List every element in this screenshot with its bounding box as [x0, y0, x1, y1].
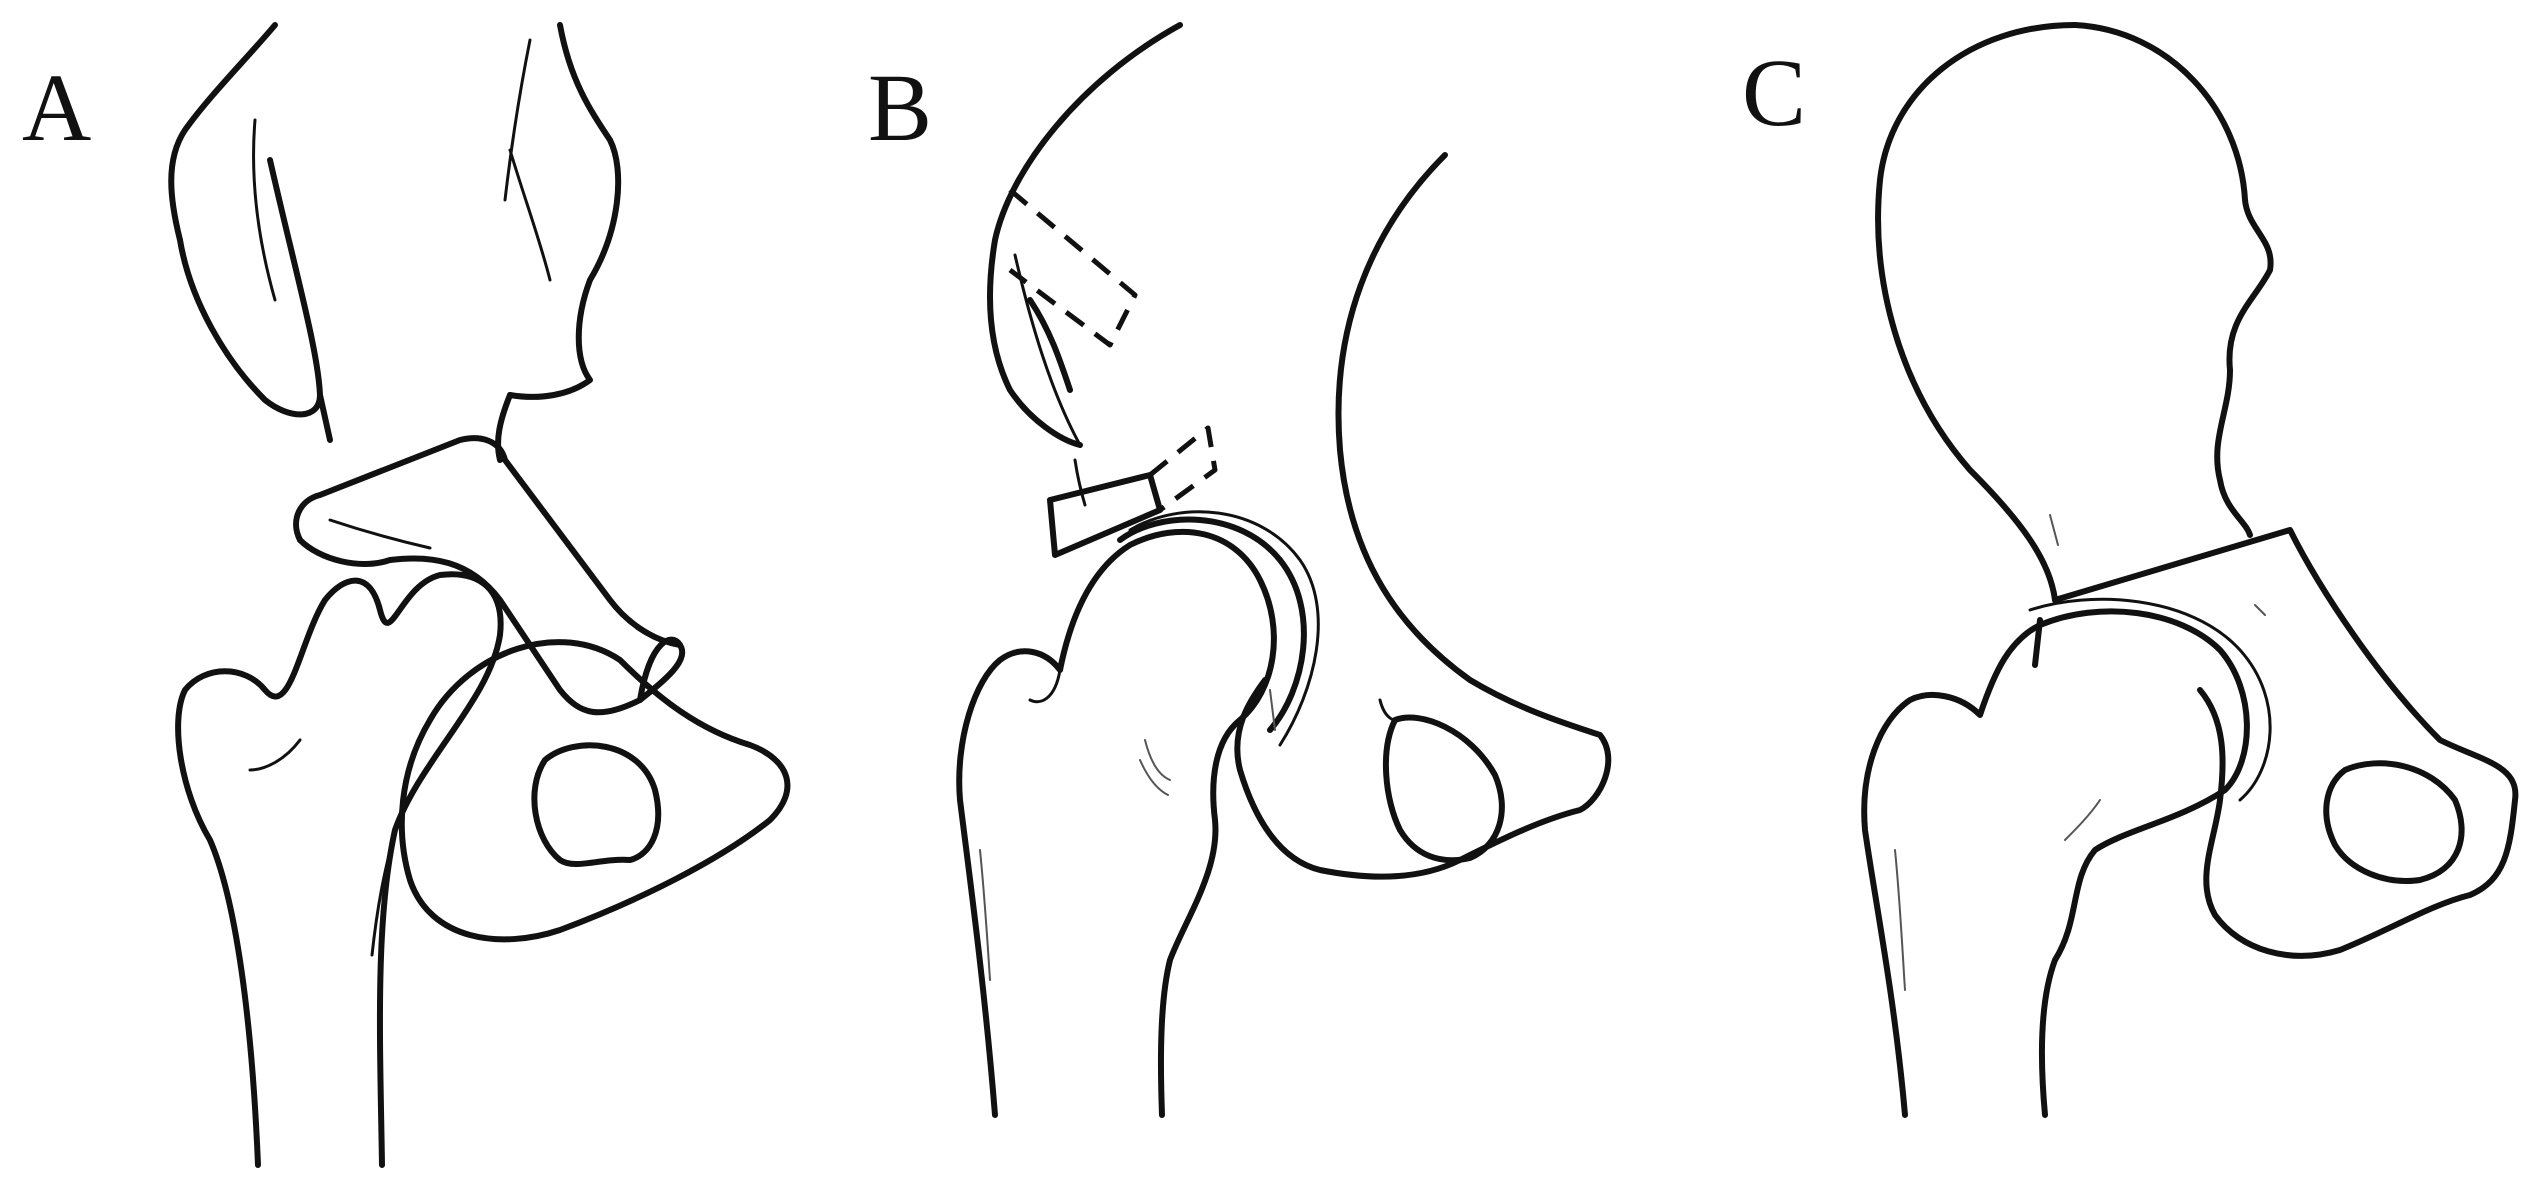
panel-c-ilium [1875, 22, 2274, 603]
panel-b-grafts [1008, 188, 1218, 558]
panel-a-upper-pelvis [168, 22, 622, 463]
panel-c: C [1742, 22, 2519, 1118]
panel-c-femur [1861, 597, 2272, 1118]
panel-b-label: B [868, 54, 932, 161]
panel-c-acetabular-fragment [2052, 527, 2519, 959]
panel-c-label: C [1742, 39, 1806, 146]
panel-b-femur [956, 528, 1277, 1118]
panel-a-femur [175, 571, 504, 1168]
panel-b-iliac-wing [1234, 152, 1612, 880]
panel-b-acetabular-shell [1117, 510, 1320, 747]
panel-a-label: A [22, 54, 91, 161]
panel-a-pelvis-fragment [398, 639, 791, 943]
panel-b-ilium [987, 22, 1183, 448]
panel-b: B [868, 22, 1612, 1118]
panel-a: A [22, 22, 791, 1168]
